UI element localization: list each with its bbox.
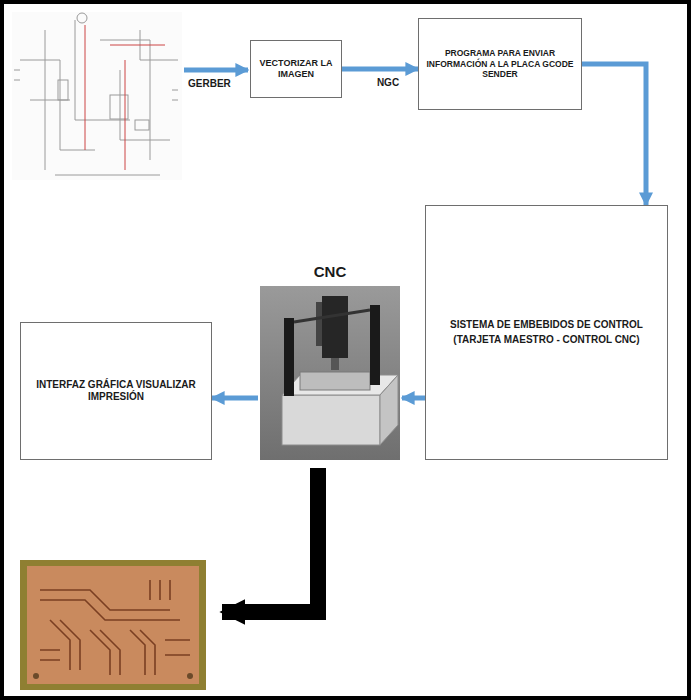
pcb-image xyxy=(20,560,206,690)
flow-arrow xyxy=(582,64,646,205)
flow-arrow xyxy=(402,396,425,401)
flow-arrow xyxy=(212,396,258,401)
process-box: VECTORIZAR LA IMAGEN xyxy=(250,40,342,98)
node-label: VECTORIZAR LA IMAGEN xyxy=(255,58,337,81)
interface-box: INTERFAZ GRÁFICA VISUALIZAR IMPRESIÓN xyxy=(20,322,212,460)
process-box: PROGRAMA PARA ENVIAR INFORMACIÓN A LA PL… xyxy=(418,18,582,110)
node-label: SISTEMA DE EMBEBIDOS DE CONTROL xyxy=(450,319,643,332)
schematic-image xyxy=(12,12,182,180)
control-box: SISTEMA DE EMBEBIDOS DE CONTROL (TARJETA … xyxy=(425,205,668,460)
flow-arrow xyxy=(184,68,248,73)
node-label: PROGRAMA PARA ENVIAR INFORMACIÓN A LA PL… xyxy=(423,48,577,80)
node-heading: CNC xyxy=(258,262,402,282)
node-label: (TARJETA MAESTRO - CONTROL CNC) xyxy=(453,334,639,347)
format-label: GERBER xyxy=(186,78,233,89)
edge-label: NGC xyxy=(375,77,401,88)
cnc-machine-image xyxy=(260,286,400,460)
output-arrow xyxy=(222,468,318,612)
machine-node: CNC xyxy=(258,262,402,462)
node-label: INTERFAZ GRÁFICA VISUALIZAR IMPRESIÓN xyxy=(25,379,207,404)
flow-arrow xyxy=(342,67,418,72)
